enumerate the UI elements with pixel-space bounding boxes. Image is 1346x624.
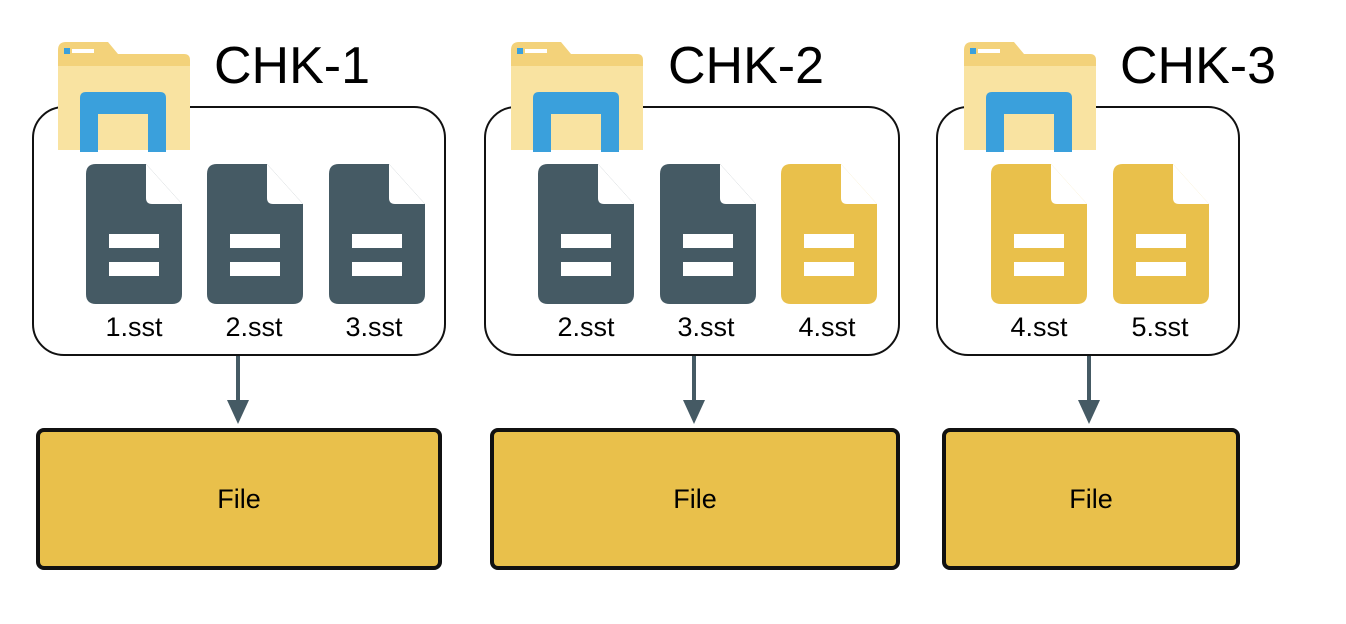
sst-file-label: 2.sst: [225, 312, 283, 342]
checkpoint-title: CHK-2: [668, 37, 825, 95]
sst-file-icon: [991, 164, 1087, 304]
sst-file-label: 3.sst: [345, 312, 403, 342]
arrow-down-icon: [683, 356, 705, 424]
arrow-down-icon: [227, 356, 249, 424]
checkpoint-title: CHK-3: [1120, 37, 1277, 95]
sst-file-label: 4.sst: [1010, 312, 1068, 342]
arrow-down-icon: [1078, 356, 1100, 424]
target-file-box: File: [942, 428, 1240, 570]
sst-file-label: 4.sst: [798, 312, 856, 342]
sst-file-label: 5.sst: [1131, 312, 1189, 342]
checkpoint-group-1: CHK-1 1.sst 2.sst 3.sst File: [0, 0, 450, 624]
target-file-box: File: [36, 428, 442, 570]
checkpoint-group-2: CHK-2 2.sst 3.sst 4.sst File: [484, 37, 900, 570]
folder-icon: [962, 40, 1098, 152]
sst-file-icon: [1113, 164, 1209, 304]
target-file-box: File: [490, 428, 900, 570]
sst-file-label: 3.sst: [677, 312, 735, 342]
sst-file-label: 2.sst: [557, 312, 615, 342]
sst-file-label: 1.sst: [105, 312, 163, 342]
checkpoint-title: CHK-1: [214, 37, 371, 95]
